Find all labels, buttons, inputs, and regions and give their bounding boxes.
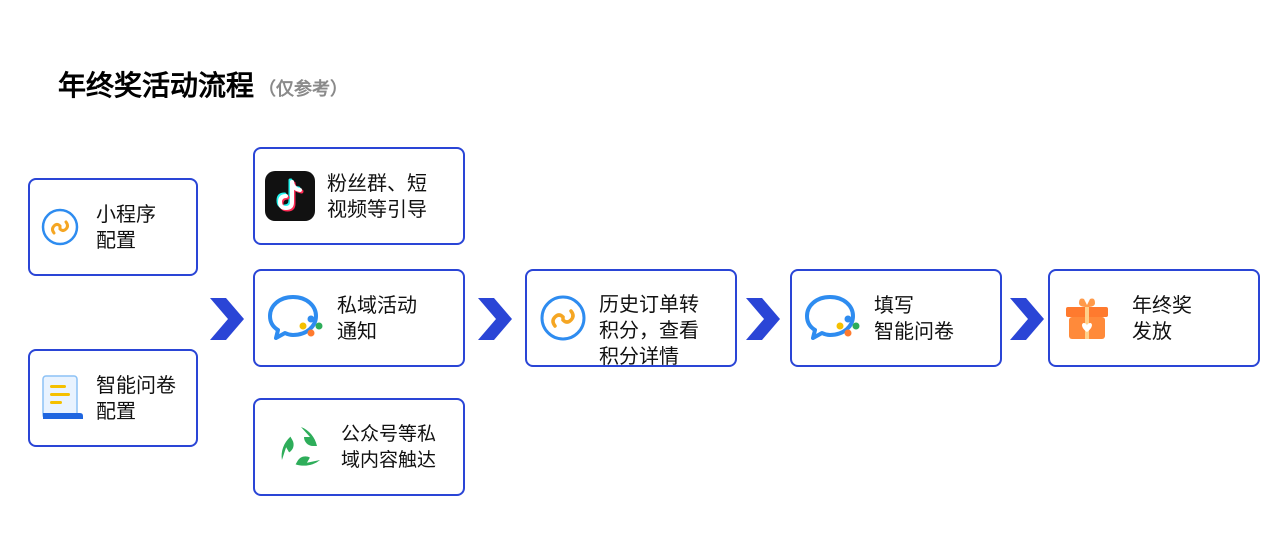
document-icon xyxy=(40,373,84,423)
node-label-line: 智能问卷 xyxy=(874,319,954,343)
node-label-line: 填写 xyxy=(874,293,914,317)
recycle-icon xyxy=(277,423,325,471)
node-fill-survey: 填写 智能问卷 xyxy=(790,269,1002,367)
node-order-to-points: 历史订单转 积分，查看 积分详情 xyxy=(525,269,737,368)
node-label-line: 视频等引导 xyxy=(327,197,427,221)
tiktok-icon xyxy=(265,171,315,221)
chevron-right-icon xyxy=(210,298,244,340)
miniprogram-icon xyxy=(539,294,587,342)
node-label-line: 配置 xyxy=(96,228,136,252)
node-label-line: 粉丝群、短 xyxy=(327,171,427,195)
chevron-right-icon xyxy=(478,298,512,340)
node-label-line: 公众号等私 xyxy=(341,423,437,445)
node-survey-config: 智能问卷 配置 xyxy=(28,349,198,447)
chevron-right-icon xyxy=(746,298,780,340)
node-private-activity-notice: 私域活动 通知 xyxy=(253,269,465,367)
node-bonus-payout: 年终奖 发放 xyxy=(1048,269,1260,367)
node-label-line: 积分详情 xyxy=(599,344,679,368)
miniprogram-icon xyxy=(40,207,80,247)
node-label-line: 配置 xyxy=(96,399,136,423)
node-label-line: 通知 xyxy=(337,319,377,343)
node-label-line: 域内容触达 xyxy=(341,449,437,471)
node-label-line: 小程序 xyxy=(96,202,156,226)
node-label-line: 年终奖 xyxy=(1132,293,1192,317)
chat-icon xyxy=(267,293,325,343)
node-fan-group-video: 粉丝群、短 视频等引导 xyxy=(253,147,465,245)
title-main: 年终奖活动流程 xyxy=(58,69,255,102)
title-note: （仅参考） xyxy=(258,79,349,100)
node-label-line: 积分，查看 xyxy=(599,318,699,342)
node-label-line: 智能问卷 xyxy=(96,373,176,397)
node-label-line: 发放 xyxy=(1132,319,1172,343)
chevron-right-icon xyxy=(1010,298,1044,340)
node-official-account-reach: 公众号等私 域内容触达 xyxy=(253,398,465,496)
node-label-line: 私域活动 xyxy=(337,293,417,317)
node-miniprogram-config: 小程序 配置 xyxy=(28,178,198,276)
chat-icon xyxy=(804,293,862,343)
page-title: 年终奖活动流程（仅参考） xyxy=(58,64,348,104)
node-label-line: 历史订单转 xyxy=(599,292,699,316)
gift-icon xyxy=(1062,293,1112,343)
